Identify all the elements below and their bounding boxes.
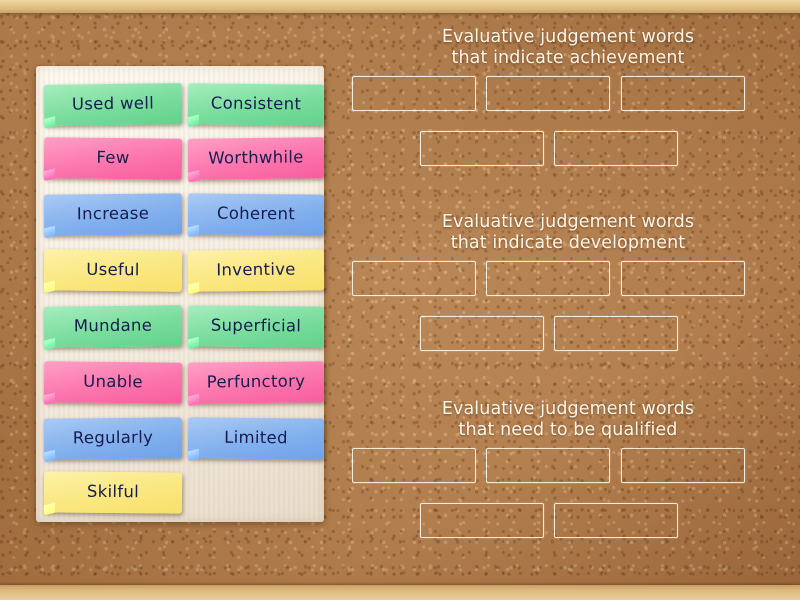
word-bank-cards: Used well Consistent Few Worthwhile Incr… [36,66,325,522]
word-card-label: Skilful [86,482,140,502]
category-group-achievement: Evaluative judgement words that indicate… [336,27,800,178]
category-title: Evaluative judgement words that need to … [336,399,800,440]
drop-slot[interactable] [352,261,476,297]
word-card-label: Mundane [73,315,153,336]
drop-slot[interactable] [554,316,678,352]
category-groups: Evaluative judgement words that indicate… [336,13,800,587]
drop-slot[interactable] [554,131,678,167]
category-title-line1: Evaluative judgement words [441,212,695,232]
board-frame-top [0,0,800,13]
drop-slot[interactable] [486,448,610,484]
drop-slot[interactable] [621,76,745,112]
drop-slot[interactable] [554,503,678,539]
category-title-line2: that indicate achievement [451,47,685,68]
word-card-label: Few [96,148,130,168]
word-card-regularly[interactable]: Regularly [43,417,183,460]
word-card-useful[interactable]: Useful [43,249,183,292]
category-title-line2: that need to be qualified [458,419,678,440]
category-group-development: Evaluative judgement words that indicate… [336,212,800,363]
word-card-superficial[interactable]: Superficial [187,305,325,348]
category-title: Evaluative judgement words that indicate… [336,27,800,68]
category-slots [336,76,800,178]
drop-slot[interactable] [352,76,476,112]
word-card-coherent[interactable]: Coherent [187,193,325,236]
word-card-label: Useful [86,259,140,280]
word-card-label: Used well [71,93,155,114]
word-card-label: Increase [76,203,150,224]
word-card-label: Coherent [216,203,296,224]
drop-slot[interactable] [352,448,476,484]
word-card-few[interactable]: Few [43,137,183,180]
word-card-label: Worthwhile [208,147,304,168]
drop-slot[interactable] [621,261,745,297]
word-card-label: Limited [224,427,288,448]
word-card-consistent[interactable]: Consistent [187,83,325,126]
drop-slot[interactable] [420,316,544,352]
category-slots [336,448,800,550]
category-group-qualified: Evaluative judgement words that need to … [336,399,800,550]
word-card-limited[interactable]: Limited [187,417,325,460]
word-card-mundane[interactable]: Mundane [43,305,183,348]
category-title-line1: Evaluative judgement words [441,399,695,419]
word-card-skilful[interactable]: Skilful [43,471,183,514]
word-card-increase[interactable]: Increase [43,193,183,236]
category-title-line1: Evaluative judgement words [441,27,695,47]
board-frame-bottom [0,585,800,600]
word-card-label: Perfunctory [206,371,306,392]
word-card-label: Regularly [72,427,154,448]
word-card-worthwhile[interactable]: Worthwhile [187,137,325,180]
word-card-label: Consistent [210,93,302,114]
word-card-inventive[interactable]: Inventive [187,249,325,292]
drop-slot[interactable] [486,76,610,112]
word-card-unable[interactable]: Unable [43,361,183,404]
word-card-label: Inventive [216,259,296,280]
drop-slot[interactable] [420,503,544,539]
category-title-line2: that indicate development [450,232,686,253]
word-card-label: Superficial [210,315,302,336]
word-card-label: Unable [83,371,143,392]
drop-slot[interactable] [621,448,745,484]
word-card-used-well[interactable]: Used well [43,83,183,126]
drop-slot[interactable] [420,131,544,167]
word-card-perfunctory[interactable]: Perfunctory [187,361,325,404]
drop-slot[interactable] [486,261,610,297]
category-slots [336,261,800,363]
category-title: Evaluative judgement words that indicate… [336,212,800,253]
